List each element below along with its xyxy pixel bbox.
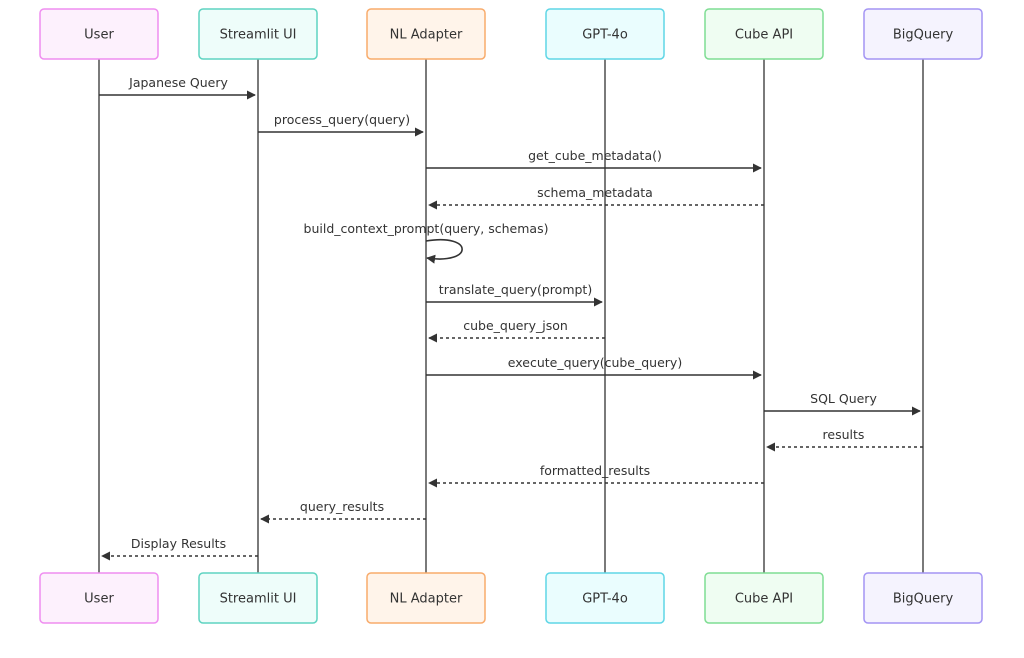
messages: Japanese Query process_query(query) get_cu… xyxy=(99,75,923,561)
participant-nl-bottom: NL Adapter xyxy=(366,572,486,624)
participant-bq-top: BigQuery xyxy=(863,8,983,60)
msg-display-results: Display Results xyxy=(101,536,258,561)
participant-gpt-top: GPT-4o xyxy=(545,8,665,60)
participant-box xyxy=(198,8,318,60)
participant-cube-bottom: Cube API xyxy=(704,572,824,624)
participants-top: User Streamlit UI NL Adapter GPT-4o Cube API… xyxy=(39,8,983,60)
msg-japanese-query: Japanese Query xyxy=(99,75,256,100)
participant-label: Cube API xyxy=(735,28,793,43)
participant-label: BigQuery xyxy=(893,592,954,607)
participant-label: GPT-4o xyxy=(582,28,628,43)
message-label: process_query(query) xyxy=(274,112,410,127)
participant-user-bottom: User xyxy=(39,572,159,624)
participant-label: User xyxy=(84,592,114,607)
msg-formatted-results: formatted_results xyxy=(428,463,764,488)
participant-label: BigQuery xyxy=(893,28,954,43)
participant-cube-top: Cube API xyxy=(704,8,824,60)
message-label: execute_query(cube_query) xyxy=(508,355,682,370)
participant-box xyxy=(39,8,159,60)
participant-label: NL Adapter xyxy=(390,592,463,607)
participant-box xyxy=(704,572,824,624)
msg-query-results: query_results xyxy=(260,499,426,524)
msg-execute-query: execute_query(cube_query) xyxy=(426,355,762,380)
participant-box xyxy=(863,8,983,60)
msg-sql-query: SQL Query xyxy=(764,391,921,416)
participant-label: User xyxy=(84,28,114,43)
participant-box xyxy=(39,572,159,624)
participant-label: GPT-4o xyxy=(582,592,628,607)
participant-box xyxy=(545,572,665,624)
participant-box xyxy=(198,572,318,624)
participant-box xyxy=(863,572,983,624)
message-label: formatted_results xyxy=(540,463,650,478)
participant-label: Streamlit UI xyxy=(220,592,297,607)
self-call-arrow xyxy=(425,238,463,264)
msg-build-context-prompt: build_context_prompt(query, schemas) xyxy=(304,221,549,264)
msg-results: results xyxy=(766,427,923,452)
message-label: get_cube_metadata() xyxy=(528,148,662,163)
participant-gpt-bottom: GPT-4o xyxy=(545,572,665,624)
message-label: results xyxy=(823,427,865,442)
message-label: build_context_prompt(query, schemas) xyxy=(304,221,549,236)
message-label: Japanese Query xyxy=(128,75,228,90)
message-label: Display Results xyxy=(131,536,226,551)
msg-schema-metadata: schema_metadata xyxy=(428,185,764,210)
msg-get-cube-metadata: get_cube_metadata() xyxy=(426,148,762,173)
participant-label: NL Adapter xyxy=(390,28,463,43)
participant-label: Cube API xyxy=(735,592,793,607)
participant-box xyxy=(704,8,824,60)
message-label: SQL Query xyxy=(810,391,877,406)
msg-translate-query: translate_query(prompt) xyxy=(426,282,603,307)
message-label: schema_metadata xyxy=(537,185,653,200)
participants-bottom: User Streamlit UI NL Adapter GPT-4o Cube API… xyxy=(39,572,983,624)
participant-streamlit-bottom: Streamlit UI xyxy=(198,572,318,624)
msg-process-query: process_query(query) xyxy=(258,112,424,137)
participant-label: Streamlit UI xyxy=(220,28,297,43)
participant-bq-bottom: BigQuery xyxy=(863,572,983,624)
lifelines xyxy=(98,59,924,573)
participant-box xyxy=(366,8,486,60)
participant-box xyxy=(545,8,665,60)
participant-nl-top: NL Adapter xyxy=(366,8,486,60)
message-label: cube_query_json xyxy=(463,318,568,333)
participant-box xyxy=(366,572,486,624)
participant-user-top: User xyxy=(39,8,159,60)
msg-cube-query-json: cube_query_json xyxy=(428,318,605,343)
participant-streamlit-top: Streamlit UI xyxy=(198,8,318,60)
message-label: translate_query(prompt) xyxy=(439,282,592,297)
message-label: query_results xyxy=(300,499,384,514)
